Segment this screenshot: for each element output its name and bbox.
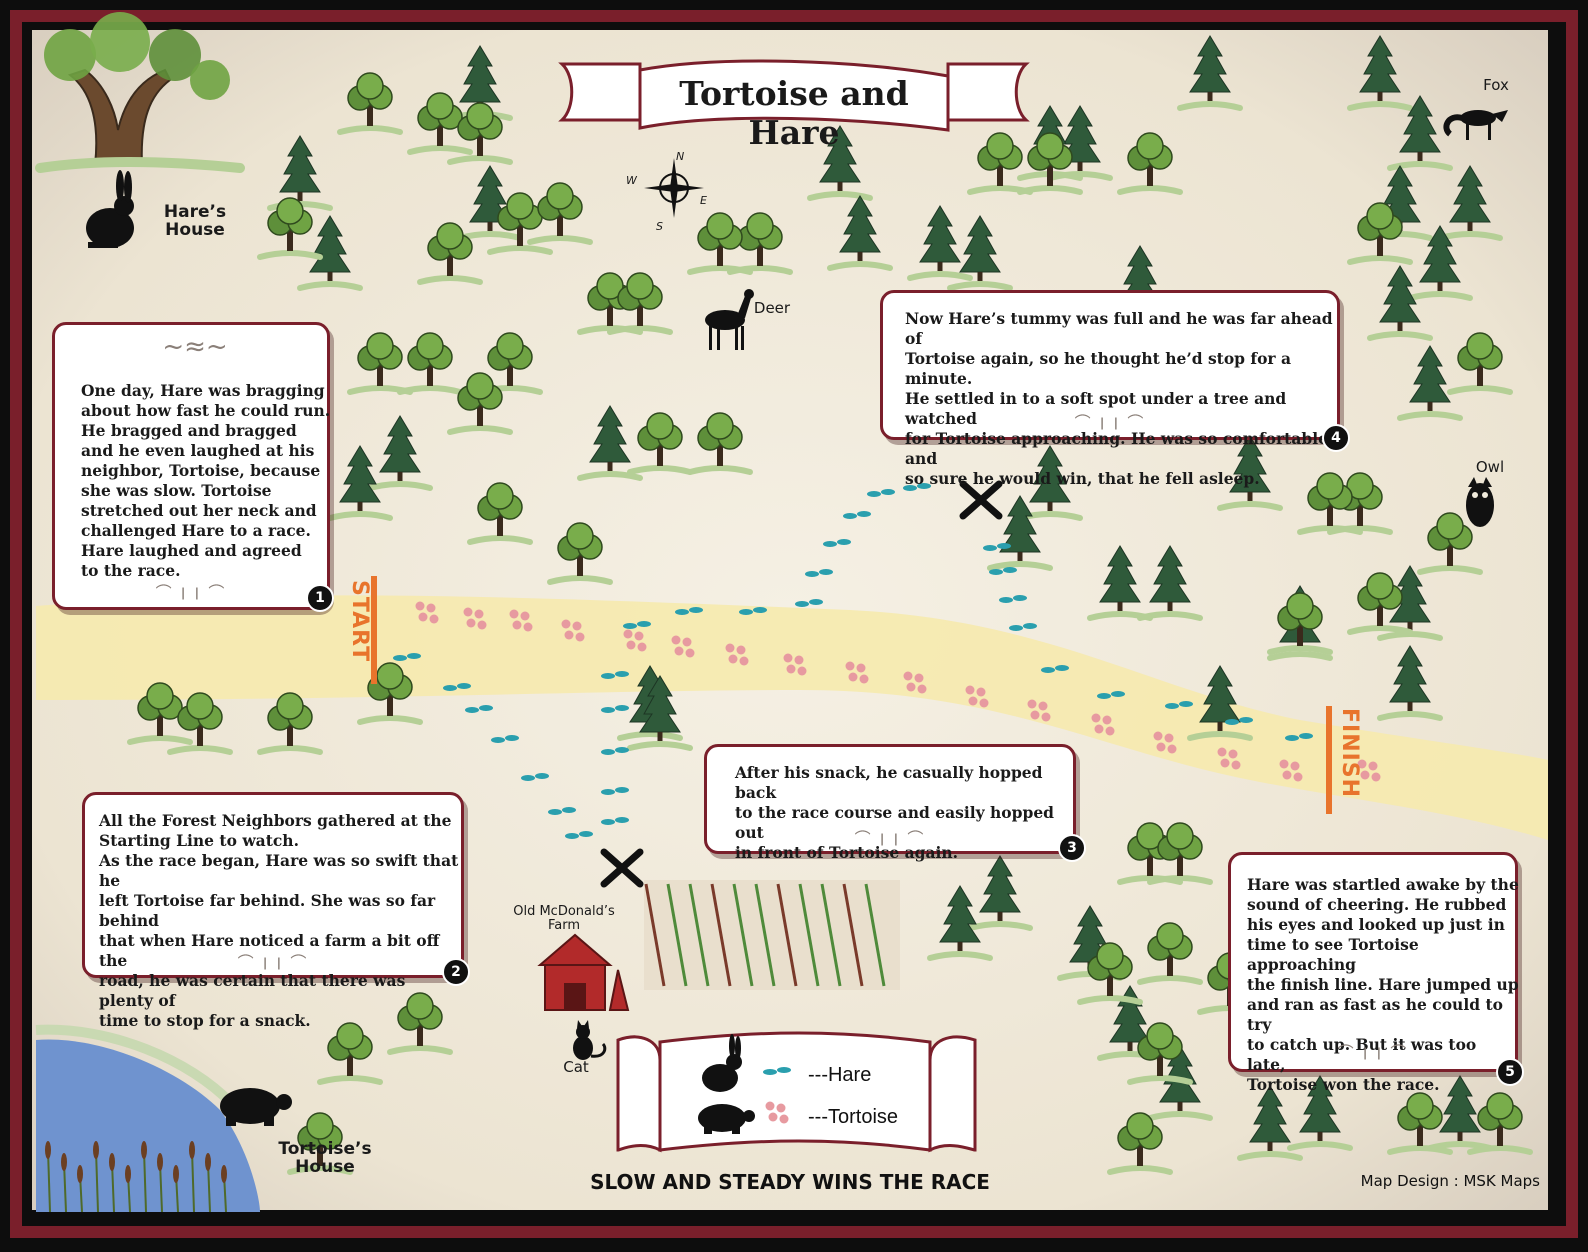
legend-banner (616, 1031, 977, 1153)
finish-line (1326, 706, 1332, 814)
story-panel-5: Hare was startled awake by the sound of … (1228, 852, 1519, 1094)
story-text-3: After his snack, he casually hopped back… (735, 763, 1055, 862)
compass-e: E (700, 194, 707, 207)
crop-row (776, 883, 798, 987)
compass-n: N (676, 150, 685, 163)
flourish-icon: ⌒ ׀ ׀ ⌒ (1074, 413, 1146, 432)
cat-label: Cat (563, 1058, 589, 1076)
cat-icon (573, 1020, 607, 1060)
cattail-head (45, 1141, 51, 1159)
story-text-2: All the Forest Neighbors gathered at the… (99, 811, 459, 1030)
map-credit: Map Design : MSK Maps (1360, 1172, 1540, 1190)
start-label: START (347, 580, 372, 663)
title-banner (558, 59, 1030, 132)
flourish-icon: ⌒ ׀ ׀ ⌒ (1337, 1043, 1409, 1062)
flourish-icon: ⌒ ׀ ׀ ⌒ (237, 953, 309, 972)
fox-label: Fox (1483, 76, 1509, 94)
cattails (45, 1141, 227, 1213)
crop-row (644, 883, 666, 987)
swirl-ornament-icon: ~≈~ (162, 332, 228, 362)
pond (36, 1039, 260, 1212)
story-panel-2: All the Forest Neighbors gathered at the… (82, 792, 464, 1030)
fox-icon (1443, 110, 1508, 140)
story-number-4: 4 (1322, 424, 1350, 452)
owl-icon (1466, 477, 1494, 527)
moral-caption: SLOW AND STEADY WINS THE RACE (590, 1170, 990, 1194)
cattail-head (205, 1153, 211, 1171)
cattail-head (189, 1141, 195, 1159)
story-text-4: Now Hare’s tummy was full and he was far… (905, 309, 1334, 488)
flourish-icon: ⌒ ׀ ׀ ⌒ (155, 583, 227, 602)
red-barn (537, 933, 630, 1011)
finish-label: FINISH (1337, 708, 1362, 799)
x-mark-farm (600, 848, 644, 888)
crop-row (754, 883, 776, 987)
story-text-5: Hare was startled awake by the sound of … (1247, 875, 1519, 1094)
farm-label: Old McDonald’s Farm (513, 904, 615, 933)
story-number-3: 3 (1058, 834, 1086, 862)
cattail-head (173, 1165, 179, 1183)
crop-row (732, 883, 754, 987)
story-number-5: 5 (1496, 1058, 1524, 1086)
cattail-head (141, 1141, 147, 1159)
cattail-stem (95, 1149, 99, 1213)
legend-tortoise-icon (698, 1104, 755, 1134)
flourish-icon: ⌒ ׀ ׀ ⌒ (854, 829, 926, 848)
hare-house-icon (86, 170, 134, 248)
crop-row (820, 883, 842, 987)
crop-row (666, 883, 688, 987)
x-mark-nap (959, 480, 1003, 520)
compass-w: W (626, 174, 637, 187)
legend-hare-icon (702, 1034, 742, 1092)
cattail-stem (191, 1149, 195, 1213)
map-title: Tortoise and Hare (679, 74, 909, 152)
compass-rose (644, 158, 704, 218)
cattail-head (221, 1165, 227, 1183)
story-panel-4: Now Hare’s tummy was full and he was far… (880, 290, 1340, 488)
cattail-head (109, 1153, 115, 1171)
crop-row (864, 883, 886, 987)
legend-hare-label: ---Hare (808, 1064, 872, 1086)
crop-row (710, 883, 732, 987)
crop-row (842, 883, 864, 987)
legend-tortoise-label: ---Tortoise (808, 1106, 899, 1128)
story-panel-3: After his snack, he casually hopped back… (704, 744, 1076, 862)
crop-row (798, 883, 820, 987)
story-panel-1: ~≈~ One day, Hare was bragging about how… (52, 322, 330, 610)
cattail-stem (47, 1149, 51, 1213)
tortoises-house-label: Tortoise’s House (278, 1139, 372, 1177)
story-number-1: 1 (306, 584, 334, 612)
cattail-head (157, 1153, 163, 1171)
start-line (371, 576, 377, 684)
cattail-head (93, 1141, 99, 1159)
tortoise-house-icon (220, 1088, 292, 1126)
crop-row (688, 883, 710, 987)
deer-icon (705, 289, 754, 350)
deer-label: Deer (753, 299, 791, 317)
cattail-head (61, 1153, 67, 1171)
hares-house-label: Hare’s House (163, 202, 227, 240)
cattail-head (125, 1165, 131, 1183)
cattail-stem (143, 1149, 147, 1213)
story-number-2: 2 (442, 958, 470, 986)
story-text-1: One day, Hare was bragging about how fas… (81, 381, 331, 580)
compass-s: S (656, 220, 663, 233)
cattail-head (77, 1165, 83, 1183)
owl-label: Owl (1475, 458, 1505, 476)
large-oak-tree (35, 12, 245, 173)
